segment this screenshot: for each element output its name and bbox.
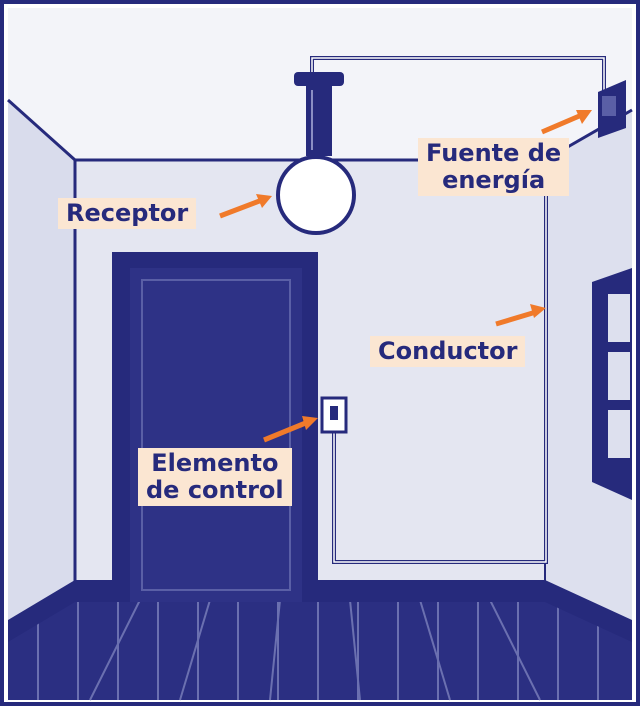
floor-plank bbox=[349, 599, 361, 701]
conductor-wire bbox=[311, 57, 605, 96]
arrow-receptor bbox=[219, 194, 272, 219]
floor-plank bbox=[179, 599, 211, 701]
wall-edge bbox=[6, 98, 77, 162]
floor-plank bbox=[419, 599, 451, 701]
label-receptor-text: Receptor bbox=[66, 199, 189, 227]
door-panel bbox=[141, 279, 291, 591]
right-wall bbox=[545, 110, 632, 640]
label-fuente-line2: energía bbox=[442, 166, 546, 194]
floor-plank bbox=[269, 599, 281, 701]
lamp-base bbox=[294, 72, 344, 86]
lamp-stem bbox=[306, 86, 332, 156]
window-pane bbox=[608, 352, 630, 400]
conductor-wire bbox=[333, 160, 547, 563]
label-conductor: Conductor bbox=[370, 336, 526, 367]
wooden-floor bbox=[8, 600, 632, 700]
arrow-elemento bbox=[263, 416, 318, 443]
label-fuente-de-energia: Fuente de energía bbox=[418, 138, 570, 196]
lightbulb bbox=[276, 155, 356, 235]
arrow-conductor bbox=[495, 304, 546, 327]
label-receptor: Receptor bbox=[58, 198, 197, 229]
floor-plank bbox=[89, 599, 141, 701]
label-fuente-line1: Fuente de bbox=[426, 139, 562, 167]
light-switch-toggle bbox=[330, 406, 338, 420]
label-conductor-text: Conductor bbox=[378, 337, 518, 365]
power-source-box bbox=[602, 96, 616, 116]
window-pane bbox=[608, 410, 630, 458]
left-wall bbox=[8, 100, 75, 640]
floor-plank bbox=[489, 599, 541, 701]
light-switch bbox=[320, 396, 348, 434]
window-pane bbox=[608, 294, 630, 342]
label-elemento-line1: Elemento bbox=[151, 449, 279, 477]
baseboard bbox=[545, 580, 632, 642]
label-elemento-line2: de control bbox=[146, 476, 284, 504]
arrow-fuente bbox=[541, 110, 592, 135]
label-elemento-de-control: Elemento de control bbox=[138, 448, 292, 506]
baseboard bbox=[8, 580, 75, 642]
